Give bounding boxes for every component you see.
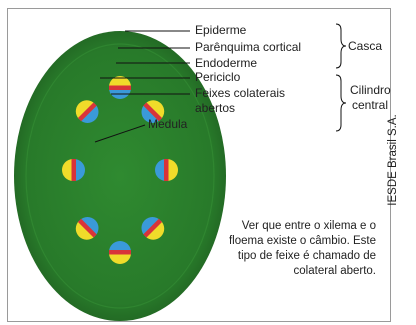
label-parenquima-cortical: Parênquima cortical [195, 41, 301, 54]
label-epiderme: Epiderme [195, 24, 246, 37]
vascular-bundle [109, 241, 131, 264]
label-medula: Medula [148, 118, 187, 131]
vascular-bundle [62, 159, 85, 181]
image-credit: IESDE Brasil S.A. [387, 114, 399, 205]
label-periciclo: Periciclo [195, 71, 240, 84]
explanatory-note: Ver que entre o xilema e o floema existe… [222, 219, 376, 279]
label-central: central [352, 99, 388, 112]
label-cilindro: Cilindro [350, 84, 391, 97]
vascular-bundle [155, 159, 178, 181]
label-feixes-colaterais: Feixes colaterais [195, 87, 285, 100]
brackets [336, 24, 346, 131]
vascular-bundle [109, 76, 131, 99]
label-endoderme: Endoderme [195, 57, 257, 70]
label-casca: Casca [348, 40, 382, 53]
label-feixes-abertos: abertos [195, 102, 235, 115]
